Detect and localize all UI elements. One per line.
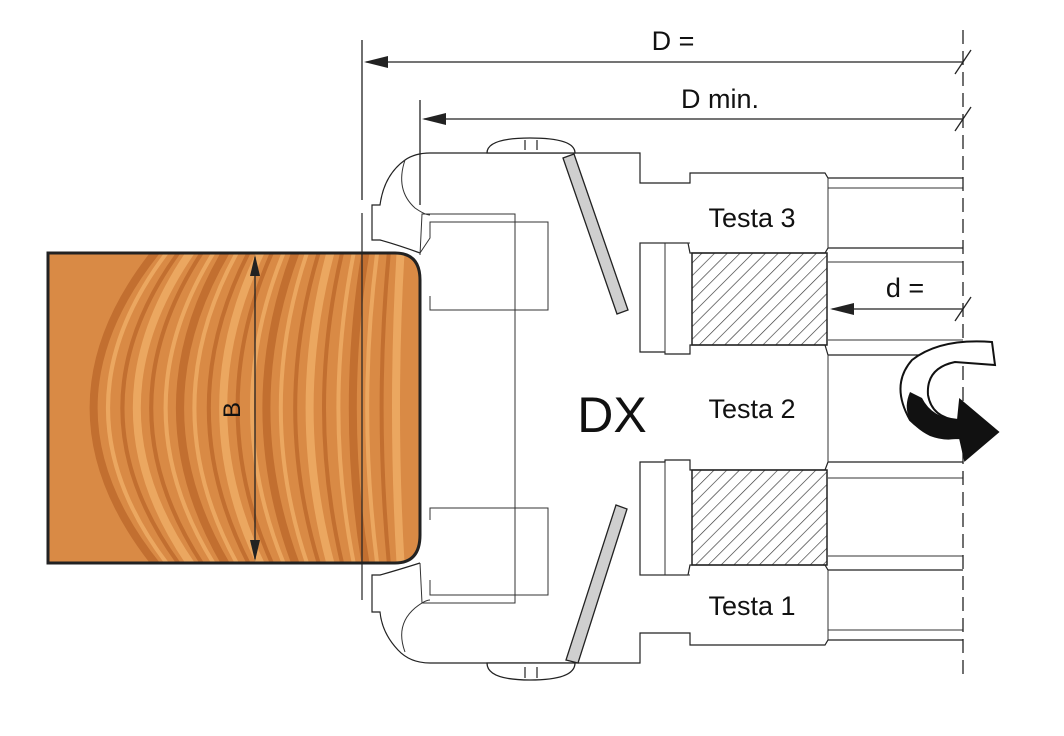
grain-ring	[235, 253, 297, 563]
rotation-label: DX	[577, 387, 646, 443]
knife-bottom	[565, 504, 628, 664]
dimension-d-min: D min.	[419, 84, 972, 205]
head-bottom-label: Testa 1	[708, 591, 795, 621]
d-bore-label: d =	[886, 273, 924, 303]
grain-ring	[192, 253, 267, 563]
knife-top	[562, 153, 629, 315]
curved-rotation-arrow-icon	[899, 340, 1000, 462]
d-min-label: D min.	[681, 84, 759, 114]
grain-ring	[322, 253, 356, 563]
spacer-rings	[691, 252, 828, 566]
height-label: B	[219, 402, 246, 418]
grain-ring	[278, 253, 327, 563]
grain-ring	[305, 253, 348, 563]
grain-ring	[293, 253, 337, 563]
grain-ring	[132, 253, 229, 563]
grain-ring	[106, 253, 207, 563]
grain-ring	[379, 253, 396, 563]
height-dimension: B	[219, 255, 260, 561]
grain-ring	[89, 253, 199, 563]
grain-ring	[392, 253, 408, 563]
grain-ring	[365, 253, 386, 563]
grain-ring	[206, 253, 277, 563]
grain-ring	[250, 253, 307, 563]
grain-ring	[262, 253, 319, 563]
cutter-body	[361, 152, 963, 664]
head-middle-label: Testa 2	[708, 394, 795, 424]
grain-ring	[149, 253, 237, 563]
grain-ring	[176, 253, 259, 563]
screw-top	[486, 137, 576, 154]
grain-ring	[348, 253, 378, 563]
d-total-label: D =	[652, 26, 695, 56]
dimension-d-bore: d =	[830, 273, 972, 322]
grain-ring	[336, 253, 366, 563]
grain-ring	[120, 253, 217, 563]
screw-bottom	[486, 662, 576, 681]
dimension-d-total: D =	[361, 26, 972, 200]
head-top-label: Testa 3	[708, 203, 795, 233]
grain-ring	[163, 253, 247, 563]
